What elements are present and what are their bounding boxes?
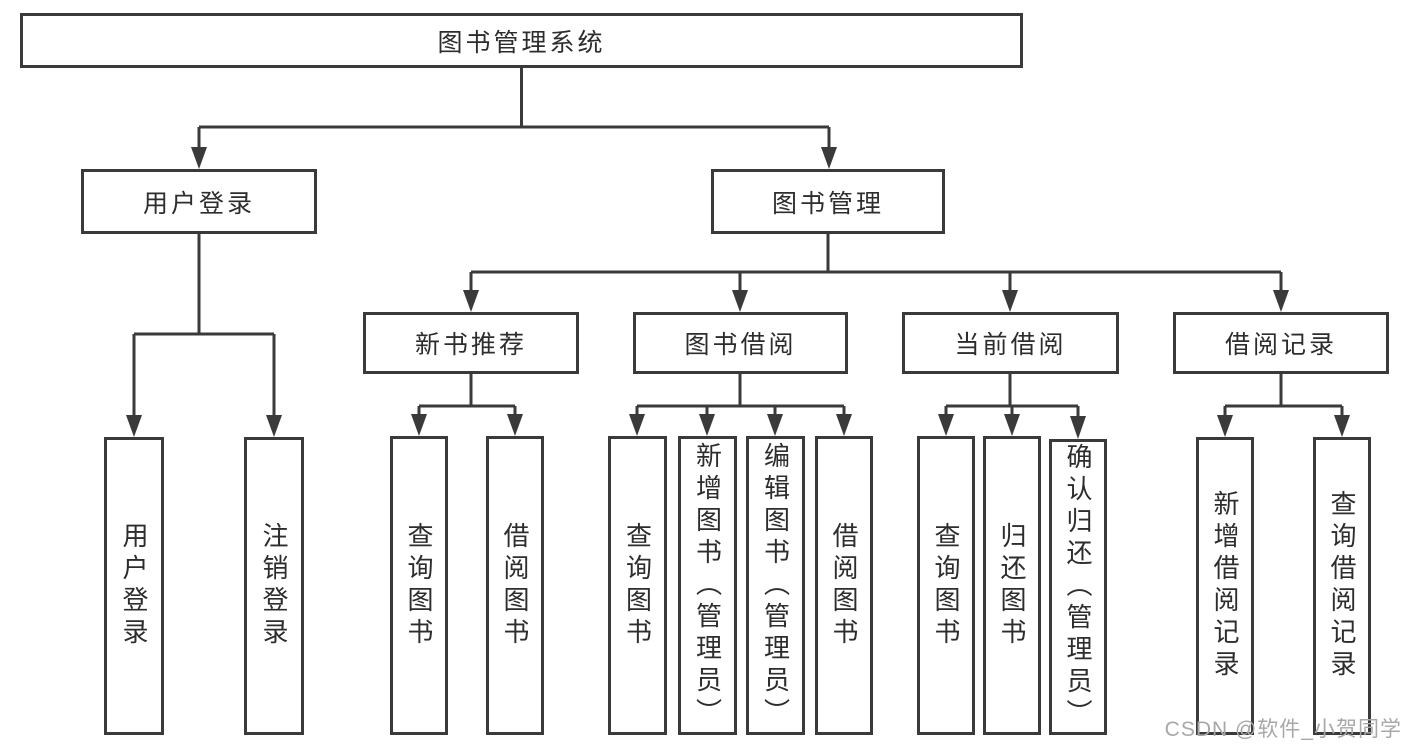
leaf-add-borrow-record-label: 新增借阅记录: [1210, 490, 1240, 682]
leaf-query-books-current-label: 查询图书: [931, 521, 961, 650]
leaf-confirm-return-admin: 确认归还（管理员）: [1049, 439, 1107, 735]
leaf-user-login-label: 用户登录: [119, 522, 149, 650]
leaf-logout: 注销登录: [244, 437, 304, 735]
node-new-book-recommend: 新书推荐: [363, 312, 579, 374]
leaf-query-books-current: 查询图书: [917, 436, 975, 735]
node-book-borrow: 图书借阅: [633, 312, 848, 374]
leaf-user-login: 用户登录: [104, 437, 164, 735]
leaf-query-books-recommend-label: 查询图书: [404, 521, 434, 650]
node-borrow-records: 借阅记录: [1173, 312, 1389, 374]
node-new-book-recommend-label: 新书推荐: [414, 331, 527, 359]
leaf-query-books-borrow: 查询图书: [608, 436, 667, 735]
leaf-query-borrow-record-label: 查询借阅记录: [1327, 490, 1357, 682]
node-book-management-label: 图书管理: [771, 189, 884, 218]
leaf-borrow-books: 借阅图书: [815, 436, 873, 735]
leaf-borrow-books-recommend: 借阅图书: [486, 436, 544, 735]
leaf-return-book: 归还图书: [983, 436, 1041, 735]
node-current-borrow: 当前借阅: [902, 312, 1119, 374]
leaf-edit-book-admin: 编辑图书（管理员）: [746, 436, 805, 735]
node-root-label: 图书管理系统: [437, 28, 606, 57]
connector-current-borrow-to-leaves: [938, 374, 1086, 439]
node-book-borrow-label: 图书借阅: [684, 331, 797, 359]
connector-book-mgmt-to-level3: [463, 234, 1289, 312]
leaf-borrow-books-recommend-label: 借阅图书: [500, 521, 530, 650]
node-root: 图书管理系统: [20, 13, 1023, 68]
connector-user-login-to-leaves: [126, 233, 282, 437]
node-user-login: 用户登录: [81, 169, 317, 234]
connector-new-book-rec-to-leaves: [411, 374, 523, 436]
node-borrow-records-label: 借阅记录: [1224, 331, 1337, 359]
leaf-query-books-borrow-label: 查询图书: [622, 521, 653, 650]
leaf-edit-book-admin-label: 编辑图书（管理员）: [760, 441, 791, 730]
csdn-watermark: CSDN @软件_小贺同学: [1164, 718, 1402, 741]
leaf-query-borrow-record: 查询借阅记录: [1313, 437, 1371, 735]
leaf-add-borrow-record: 新增借阅记录: [1196, 437, 1254, 735]
leaf-borrow-books-label: 借阅图书: [829, 521, 859, 650]
leaf-query-books-recommend: 查询图书: [390, 436, 448, 735]
leaf-logout-label: 注销登录: [259, 522, 289, 650]
connector-book-borrow-to-leaves: [629, 374, 852, 436]
leaf-add-book-admin-label: 新增图书（管理员）: [692, 441, 723, 730]
leaf-return-book-label: 归还图书: [997, 521, 1027, 650]
node-user-login-label: 用户登录: [142, 189, 255, 218]
connector-borrow-record-to-leaves: [1217, 374, 1350, 437]
leaf-confirm-return-admin-label: 确认归还（管理员）: [1063, 443, 1093, 731]
node-current-borrow-label: 当前借阅: [954, 331, 1067, 359]
connector-root-to-level2: [191, 68, 837, 169]
leaf-add-book-admin: 新增图书（管理员）: [678, 436, 737, 735]
node-book-management: 图书管理: [711, 169, 945, 234]
